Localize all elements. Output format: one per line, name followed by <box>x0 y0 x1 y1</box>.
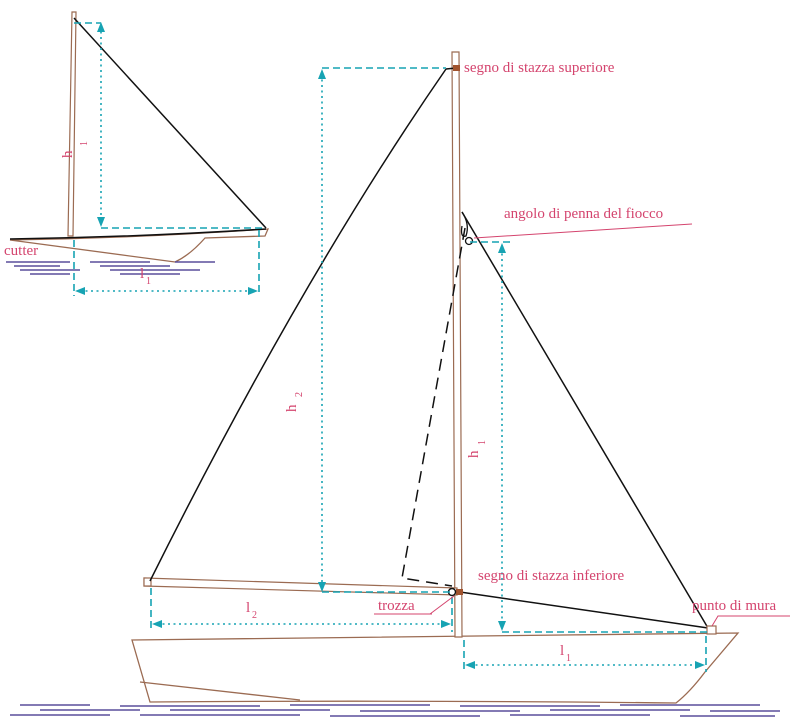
gooseneck-label: trozza <box>378 598 415 614</box>
h1-arrow-top <box>498 243 506 253</box>
cutter-l1-arrow-left <box>75 287 85 295</box>
tack-fitting <box>706 625 717 635</box>
cutter-h1-arrow-top <box>97 22 105 32</box>
main-hull <box>131 632 740 704</box>
cutter-h1-label: h <box>60 150 76 158</box>
gooseneck-leader <box>429 595 455 615</box>
jib-luff-hidden <box>401 227 466 587</box>
lower-measurement-mark <box>456 589 463 595</box>
cutter-water <box>6 261 215 275</box>
h2-arrow-top <box>318 69 326 79</box>
l1-label: l <box>560 643 564 659</box>
cutter-hull <box>9 228 270 263</box>
main-water <box>10 704 780 717</box>
cutter-h1-arrow-bottom <box>97 217 105 227</box>
main-boat: segno di stazza superiore angolo di penn… <box>10 51 790 717</box>
l1-subscript: 1 <box>566 653 571 664</box>
h1-label: h <box>466 450 482 458</box>
main-hull-keel-line <box>139 681 301 701</box>
jib-head-shackle <box>464 236 474 246</box>
main-mast <box>451 51 463 638</box>
upper-measurement-mark <box>453 65 460 71</box>
cutter-l1-arrow-right <box>248 287 258 295</box>
lower-mark-label: segno di stazza inferiore <box>478 568 625 584</box>
cutter-label: cutter <box>4 243 38 259</box>
l2-arrow-right <box>441 620 451 628</box>
l2-arrow-left <box>152 620 162 628</box>
cutter-inset: cutter h 1 l 1 <box>4 11 270 296</box>
l2-subscript: 2 <box>252 610 257 621</box>
cutter-l1-label: l <box>140 266 144 282</box>
jib-leech <box>461 211 709 629</box>
tack-leader <box>711 615 790 627</box>
jib-head-leader <box>473 223 693 239</box>
l2-label: l <box>246 600 250 616</box>
upper-mark-label: segno di stazza superiore <box>464 60 615 76</box>
boom-end-fitting <box>143 577 152 587</box>
cutter-l1-subscript: 1 <box>146 276 151 287</box>
cutter-mast <box>67 11 77 237</box>
cutter-h1-subscript: 1 <box>79 141 90 146</box>
jib-head-fitting <box>460 211 468 237</box>
l1-arrow-right <box>695 661 705 669</box>
h2-label: h <box>284 404 300 412</box>
h1-arrow-bottom <box>498 621 506 631</box>
tack-label: punto di mura <box>692 598 776 614</box>
cutter-deck-line <box>9 228 267 240</box>
jib-foot <box>459 591 709 629</box>
h2-arrow-bottom <box>318 582 326 592</box>
jib-head-label: angolo di penna del fiocco <box>504 206 663 222</box>
h2-subscript: 2 <box>294 392 305 397</box>
mainsail-leech <box>149 68 447 582</box>
l1-arrow-left <box>465 661 475 669</box>
h1-subscript: 1 <box>477 440 488 445</box>
cutter-jib-sail <box>73 17 267 229</box>
